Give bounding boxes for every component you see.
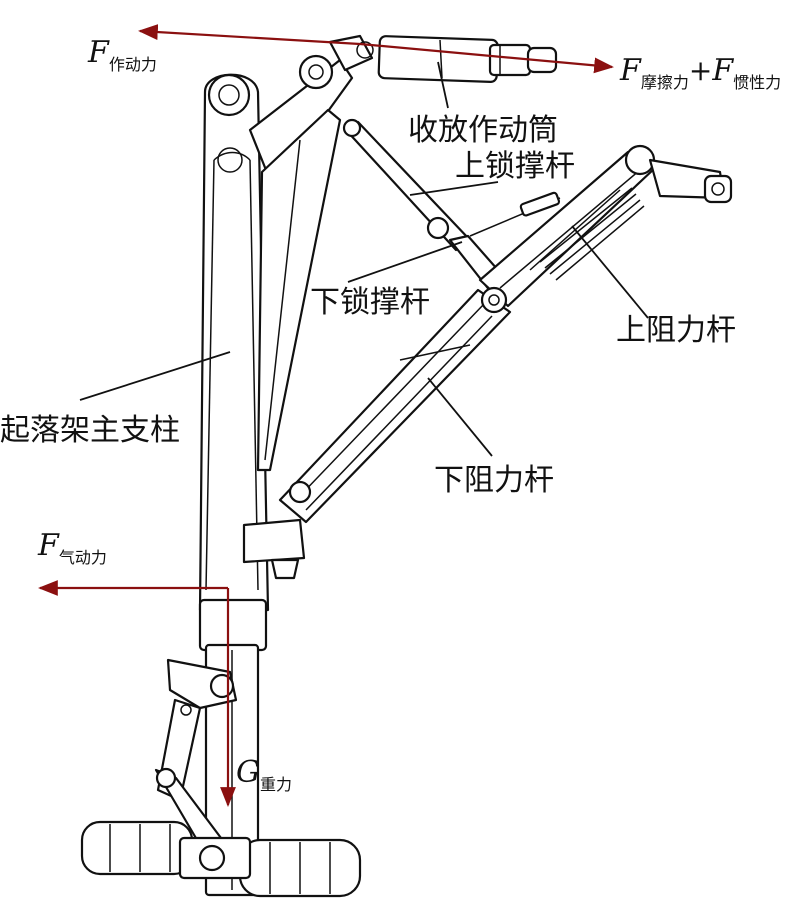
label-lower-drag-brace: 下阻力杆	[434, 463, 554, 498]
force-labels: F作动力 F摩擦力+F惯性力 F气动力 G重力	[37, 35, 781, 794]
torque-links	[154, 658, 238, 864]
shock-piston	[198, 598, 268, 897]
force-label-actuation: F作动力	[87, 35, 157, 74]
landing-gear-drawing	[80, 34, 733, 898]
label-actuator: 收放作动筒	[408, 113, 558, 148]
upper-drag-brace	[478, 144, 733, 308]
leader-lower-drag-brace	[427, 377, 493, 457]
arrow-friction-inertia-force	[359, 42, 614, 74]
lower-drag-brace	[278, 286, 512, 524]
arrow-actuation-force	[138, 24, 361, 46]
force-label-friction-inertia: F摩擦力+F惯性力	[619, 53, 781, 92]
leader-lines	[79, 61, 649, 457]
force-label-aero: F气动力	[37, 528, 107, 567]
leader-lower-lock-strut	[347, 241, 463, 283]
leader-main-strut	[79, 351, 231, 401]
label-upper-lock-strut: 上锁撑杆	[455, 149, 575, 184]
part-labels: 收放作动筒 上锁撑杆 下锁撑杆 上阻力杆 起落架主支柱 下阻力杆	[0, 113, 736, 498]
label-lower-lock-strut: 下锁撑杆	[310, 285, 430, 320]
leader-actuator	[437, 61, 449, 109]
leader-upper-drag-brace	[571, 225, 649, 319]
label-upper-drag-brace: 上阻力杆	[616, 313, 736, 348]
label-main-strut: 起落架主支柱	[0, 413, 180, 448]
drag-brace-collar	[242, 518, 306, 580]
force-arrows	[38, 24, 614, 807]
axle	[80, 820, 362, 898]
strut-side-web	[248, 54, 354, 472]
leader-upper-lock-strut	[409, 181, 499, 196]
force-label-gravity: G重力	[236, 755, 292, 794]
